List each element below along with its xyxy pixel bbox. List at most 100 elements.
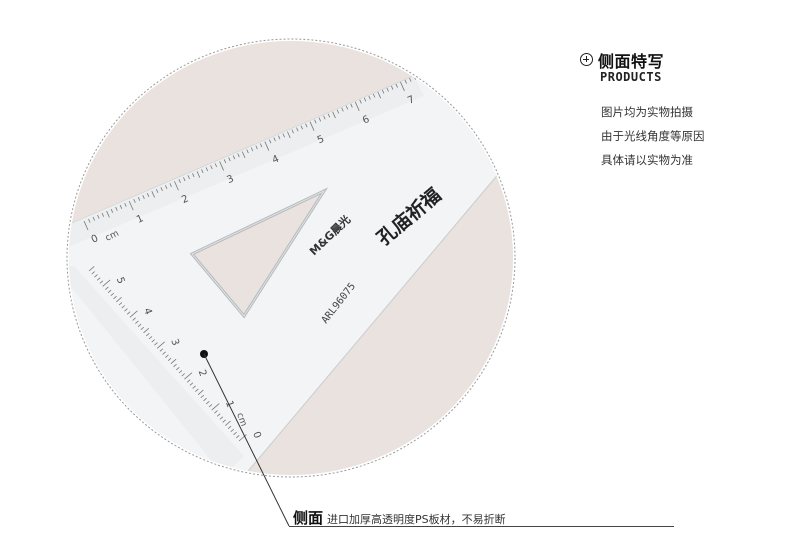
scale-tick bbox=[184, 372, 193, 380]
scale-tick bbox=[205, 167, 209, 172]
scale-tick bbox=[211, 403, 220, 411]
scale-tick bbox=[305, 123, 308, 128]
ruler-left-edge bbox=[69, 266, 244, 475]
scale-number: 0 bbox=[90, 233, 100, 246]
scale-tick bbox=[105, 286, 109, 290]
scale-tick bbox=[146, 333, 150, 337]
scale-tick bbox=[91, 271, 95, 275]
scale-tick bbox=[225, 420, 231, 426]
scale-tick bbox=[106, 210, 110, 218]
photo-notes: 图片均为实物拍摄 由于光线角度等原因 具体请以实物为准 bbox=[601, 100, 705, 172]
scale-tick bbox=[232, 155, 236, 160]
scale-tick bbox=[121, 305, 125, 309]
scale-tick bbox=[296, 127, 299, 132]
scale-tick bbox=[113, 295, 117, 300]
scale-tick bbox=[264, 141, 270, 151]
scale-tick bbox=[192, 173, 195, 178]
scale-tick bbox=[196, 171, 201, 178]
scale-tick bbox=[110, 292, 115, 297]
scale-tick bbox=[101, 212, 105, 217]
caption-description: 进口加厚高透明度PS板材，不易折断 bbox=[327, 513, 506, 526]
scale-tick bbox=[201, 169, 204, 174]
scale-tick bbox=[268, 139, 272, 144]
scale-tick bbox=[214, 410, 218, 414]
scale-tick bbox=[227, 425, 232, 429]
scale-tick bbox=[174, 181, 179, 191]
scale-tick bbox=[124, 202, 127, 207]
scale-tick bbox=[223, 159, 227, 164]
scale-tick bbox=[278, 135, 281, 140]
ruler-top-edge bbox=[69, 76, 424, 251]
scale-tick bbox=[282, 133, 285, 138]
scale-tick bbox=[259, 143, 263, 148]
scale-tick bbox=[99, 280, 104, 284]
scale-tick bbox=[237, 153, 240, 158]
scale-tick bbox=[186, 379, 191, 383]
scale-tick bbox=[116, 297, 122, 303]
scale-tick bbox=[178, 370, 183, 374]
scale-tick bbox=[409, 77, 412, 82]
scale-tick bbox=[165, 185, 168, 190]
note-line: 由于光线角度等原因 bbox=[601, 129, 705, 143]
scale-tick bbox=[160, 187, 163, 191]
note-line: 具体请以实物为准 bbox=[601, 153, 693, 167]
scale-tick bbox=[291, 129, 294, 134]
scale-tick bbox=[395, 83, 398, 88]
scale-tick bbox=[192, 385, 196, 389]
scale-tick bbox=[250, 147, 254, 152]
scale-number: 4 bbox=[271, 154, 281, 167]
scale-tick bbox=[391, 85, 394, 90]
scale-tick bbox=[162, 351, 166, 355]
scale-tick bbox=[154, 342, 158, 346]
caption-label: 侧面 bbox=[293, 509, 324, 527]
scale-tick bbox=[126, 311, 131, 315]
scale-tick bbox=[132, 317, 136, 321]
scale-number: 0 bbox=[250, 430, 263, 440]
scale-tick bbox=[216, 413, 221, 417]
scale-number: 7 bbox=[406, 94, 416, 107]
scale-tick bbox=[238, 434, 247, 442]
scale-tick bbox=[314, 119, 317, 124]
scale-tick bbox=[197, 389, 204, 395]
scale-tick bbox=[176, 367, 180, 371]
scale-number: 3 bbox=[168, 338, 181, 348]
scale-tick bbox=[88, 218, 91, 223]
scale-tick bbox=[236, 435, 240, 439]
scale-tick bbox=[206, 401, 210, 405]
scale-tick bbox=[170, 358, 177, 365]
scale-tick bbox=[151, 339, 155, 343]
caption-underline bbox=[289, 526, 674, 527]
scale-tick bbox=[181, 373, 185, 377]
scale-tick bbox=[137, 197, 141, 201]
scale-number: 3 bbox=[225, 174, 235, 187]
scale-tick bbox=[287, 131, 291, 139]
scale-tick bbox=[135, 320, 139, 324]
scale-tick bbox=[203, 397, 207, 402]
scale-tick bbox=[359, 99, 362, 104]
scale-tick bbox=[178, 179, 181, 184]
ruler-unit-left: cm bbox=[234, 412, 248, 428]
scale-tick bbox=[332, 111, 336, 119]
scale-tick bbox=[156, 341, 165, 349]
scale-tick bbox=[241, 151, 246, 158]
scale-tick bbox=[129, 310, 138, 318]
scale-tick bbox=[96, 277, 101, 281]
scale-tick bbox=[148, 336, 153, 340]
scale-tick bbox=[173, 363, 177, 368]
scale-tick bbox=[219, 416, 224, 420]
scale-tick bbox=[143, 327, 150, 334]
scale-tick bbox=[140, 326, 145, 331]
scale-tick bbox=[368, 95, 371, 100]
scale-tick bbox=[118, 302, 123, 306]
scale-tick bbox=[124, 308, 128, 312]
scale-tick bbox=[222, 419, 226, 423]
scale-tick bbox=[94, 274, 98, 278]
scale-tick bbox=[309, 121, 315, 131]
circle-plus-icon bbox=[580, 53, 593, 66]
scale-tick bbox=[341, 107, 344, 112]
scale-tick bbox=[246, 149, 249, 154]
scale-tick bbox=[128, 200, 134, 211]
scale-tick bbox=[230, 428, 235, 433]
